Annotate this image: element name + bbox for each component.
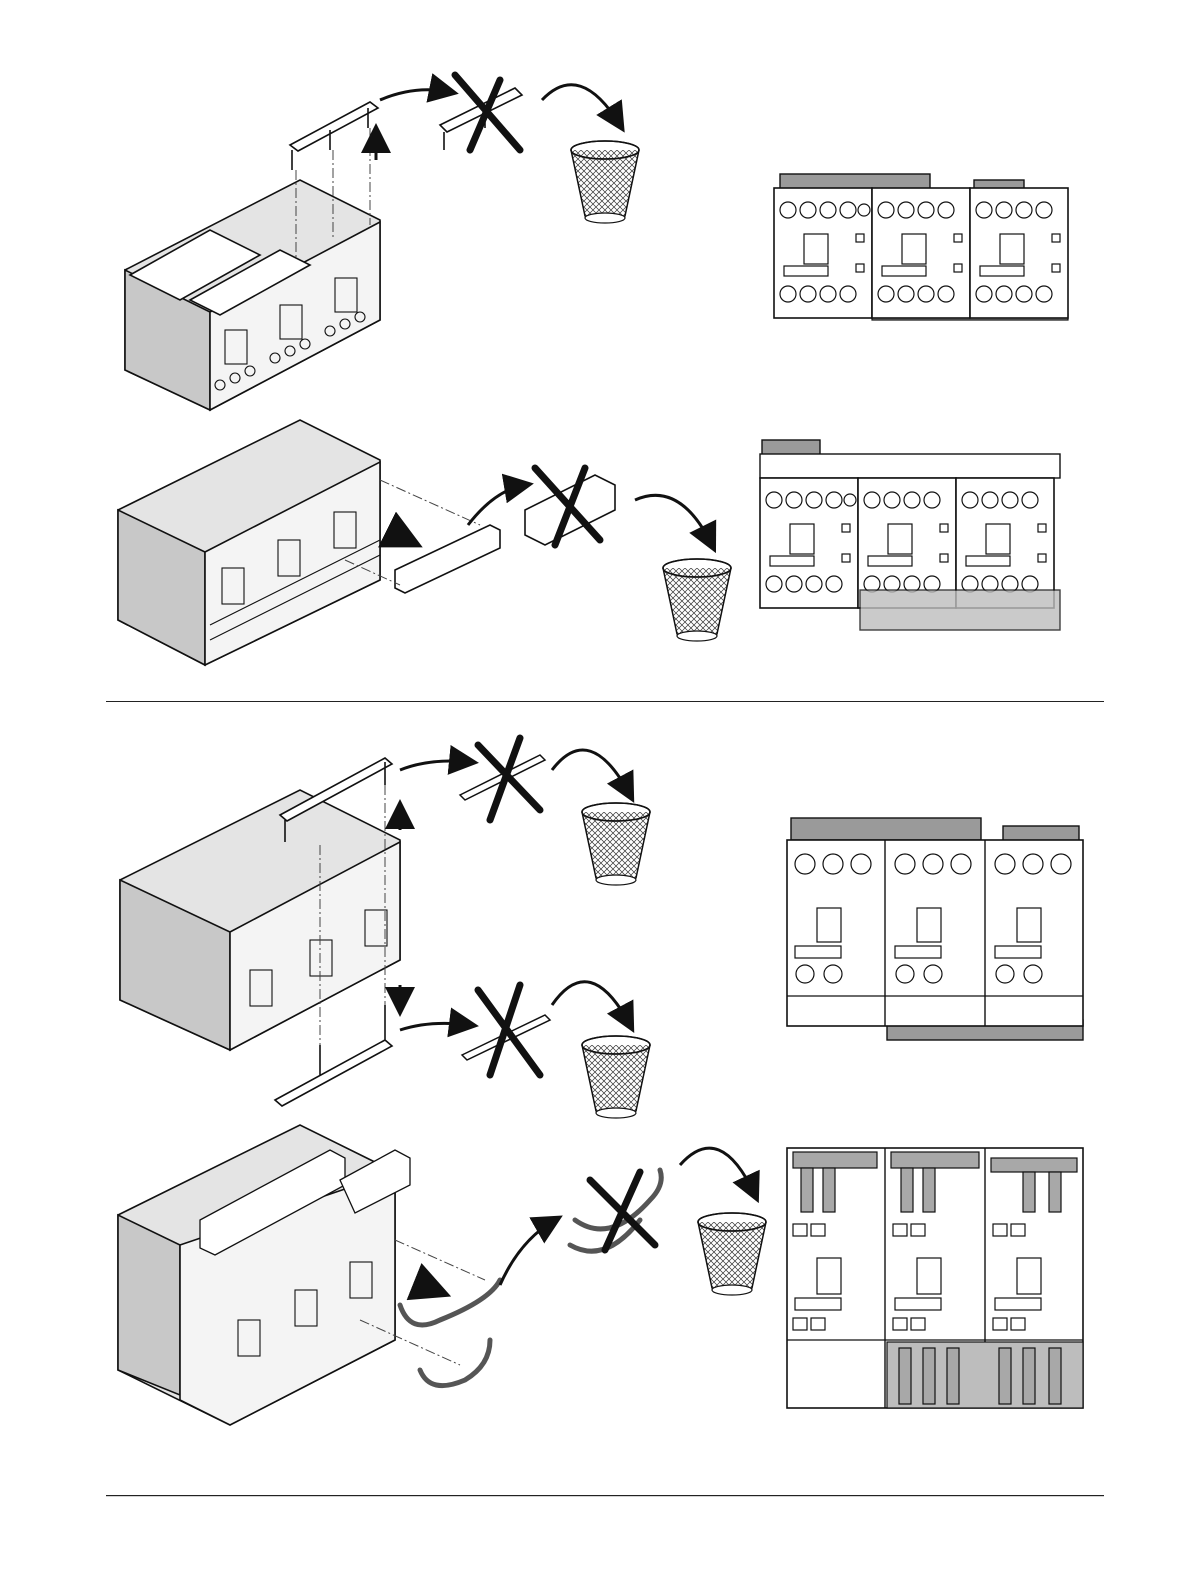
waste-basket-icon-2 (663, 559, 731, 641)
section-divider-1 (106, 701, 1104, 702)
step-3-illustration (120, 738, 650, 1118)
contactor-assembly-4 (118, 1125, 410, 1425)
curved-arrow-icon (542, 85, 620, 125)
bottom-link-part (275, 1005, 392, 1106)
cross-out-icon-3 (478, 738, 540, 820)
contactor-assembly-2 (118, 420, 380, 665)
step-1-illustration (125, 75, 639, 410)
waste-basket-icon-4 (582, 1036, 650, 1118)
section-divider-2 (106, 1495, 1104, 1496)
step-4-front-view (787, 1148, 1083, 1408)
arrow-pull-icon (388, 530, 412, 542)
curved-arrow-icon-2 (635, 495, 712, 545)
arrow-to-discard-icon-2 (468, 485, 525, 525)
step-3-front-view (787, 818, 1083, 1040)
top-bridge-part (290, 102, 378, 170)
waste-basket-icon (571, 141, 639, 223)
arrow-pull-icon-2 (420, 1284, 440, 1292)
step-2-front-view (760, 440, 1060, 634)
step-4-illustration (118, 1125, 766, 1425)
side-bracket-part (395, 525, 500, 593)
arrow-to-discard-icon (380, 90, 450, 100)
waste-basket-icon-5 (698, 1213, 766, 1295)
contactor-assembly-1 (125, 180, 380, 410)
step-1-front-view (774, 174, 1068, 320)
cable-links-part (400, 1280, 500, 1386)
waste-basket-icon-3 (582, 803, 650, 885)
step-2-illustration (118, 420, 731, 665)
contactor-assembly-3 (120, 790, 400, 1050)
